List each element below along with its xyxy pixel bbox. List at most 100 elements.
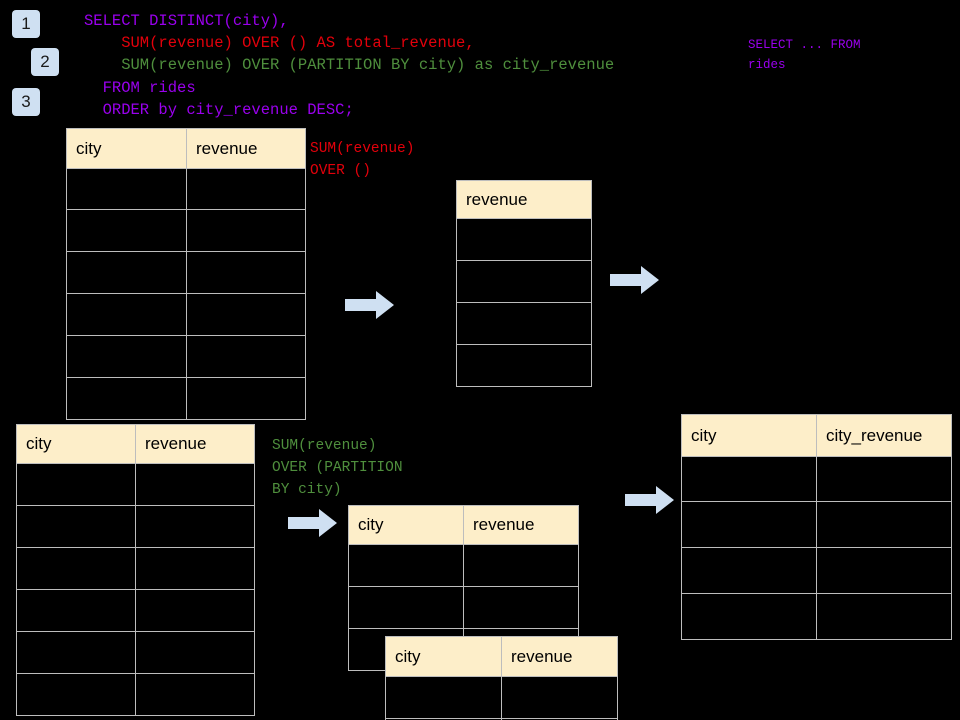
cell-revenue <box>186 335 306 378</box>
cell-city <box>16 673 136 716</box>
cell-city <box>16 463 136 506</box>
table-header-row: city city_revenue <box>681 414 952 457</box>
column-header-revenue: revenue <box>501 636 618 677</box>
table-rides-source-bottom: city revenue <box>16 424 255 716</box>
table-row <box>681 547 952 594</box>
sql-line-city-revenue: SUM(revenue) OVER (PARTITION BY city) as… <box>84 56 615 74</box>
step-badge-2: 2 <box>31 48 59 76</box>
table-row <box>16 631 255 674</box>
table-row <box>66 251 306 294</box>
table-row <box>16 589 255 632</box>
cell-city <box>348 586 464 629</box>
sql-line-order-by: ORDER by city_revenue DESC; <box>84 101 354 119</box>
step-badge-1: 1 <box>12 10 40 38</box>
cell-city <box>66 251 187 294</box>
cell-revenue <box>135 673 255 716</box>
column-header-city: city <box>348 505 464 545</box>
cell-revenue <box>186 293 306 336</box>
arrow-source-to-partition <box>288 509 337 537</box>
cell-city <box>16 505 136 548</box>
table-row <box>16 463 255 506</box>
column-header-city-revenue: city_revenue <box>816 414 952 457</box>
cell-revenue <box>186 377 306 420</box>
cell-revenue <box>135 589 255 632</box>
side-note-select-from-line1: SELECT ... FROM <box>748 38 861 52</box>
sql-line-total-revenue: SUM(revenue) OVER () AS total_revenue, <box>84 34 475 52</box>
cell-revenue <box>135 547 255 590</box>
annotation-sum-over-empty-line1: SUM(revenue) <box>310 141 415 157</box>
table-rides-source-top: city revenue <box>66 128 306 420</box>
cell-city <box>16 631 136 674</box>
cell-city <box>681 456 817 502</box>
cell-city <box>385 676 502 719</box>
cell-revenue <box>186 251 306 294</box>
cell-revenue <box>456 344 592 387</box>
table-header-row: city revenue <box>16 424 255 464</box>
column-header-revenue: revenue <box>135 424 255 464</box>
step-badge-3: 3 <box>12 88 40 116</box>
cell-revenue <box>135 631 255 674</box>
column-header-revenue: revenue <box>186 128 306 169</box>
cell-revenue <box>186 209 306 252</box>
cell-city <box>16 547 136 590</box>
cell-revenue <box>186 168 306 210</box>
table-row <box>681 456 952 502</box>
cell-city <box>348 544 464 587</box>
cell-city-revenue <box>816 501 952 548</box>
cell-revenue <box>501 718 618 720</box>
annotation-sum-over-empty-line2: OVER () <box>310 163 371 179</box>
table-row <box>456 218 592 261</box>
table-row <box>681 501 952 548</box>
table-row <box>348 586 579 629</box>
cell-city <box>16 589 136 632</box>
arrow-source-to-total <box>345 291 394 319</box>
column-header-city: city <box>681 414 817 457</box>
cell-city-revenue <box>816 456 952 502</box>
column-header-revenue: revenue <box>456 180 592 219</box>
annotation-sum-over-partition-line3: BY city) <box>272 482 342 498</box>
cell-revenue <box>456 302 592 345</box>
table-row <box>16 547 255 590</box>
table-partition-group-front: city revenue <box>385 636 618 720</box>
table-row <box>16 673 255 716</box>
cell-city-revenue <box>816 593 952 640</box>
cell-city <box>681 501 817 548</box>
cell-revenue <box>463 586 579 629</box>
column-header-city: city <box>385 636 502 677</box>
column-header-city: city <box>66 128 187 169</box>
table-row <box>66 168 306 210</box>
cell-city-revenue <box>816 547 952 594</box>
cell-revenue <box>456 260 592 303</box>
table-row <box>385 676 618 719</box>
table-total-revenue: revenue <box>456 180 592 387</box>
cell-revenue <box>135 505 255 548</box>
column-header-revenue: revenue <box>463 505 579 545</box>
table-row <box>456 260 592 303</box>
cell-city <box>66 377 187 420</box>
table-row <box>66 377 306 420</box>
table-header-row: city revenue <box>348 505 579 545</box>
table-header-row: city revenue <box>385 636 618 677</box>
table-row <box>66 335 306 378</box>
table-row <box>681 593 952 640</box>
cell-revenue <box>463 544 579 587</box>
cell-city <box>66 209 187 252</box>
table-header-row: city revenue <box>66 128 306 169</box>
sql-line-select: SELECT DISTINCT(city), <box>84 12 289 30</box>
sql-line-from: FROM rides <box>84 79 196 97</box>
cell-city <box>66 293 187 336</box>
table-row <box>66 293 306 336</box>
arrow-partition-to-final <box>625 486 674 514</box>
table-row <box>16 505 255 548</box>
cell-city <box>681 547 817 594</box>
arrow-total-to-final <box>610 266 659 294</box>
cell-city <box>681 593 817 640</box>
table-final-result: city city_revenue <box>681 414 952 640</box>
table-row <box>385 718 618 720</box>
cell-city <box>66 335 187 378</box>
cell-city <box>66 168 187 210</box>
table-row <box>456 302 592 345</box>
cell-revenue <box>135 463 255 506</box>
cell-revenue <box>501 676 618 719</box>
